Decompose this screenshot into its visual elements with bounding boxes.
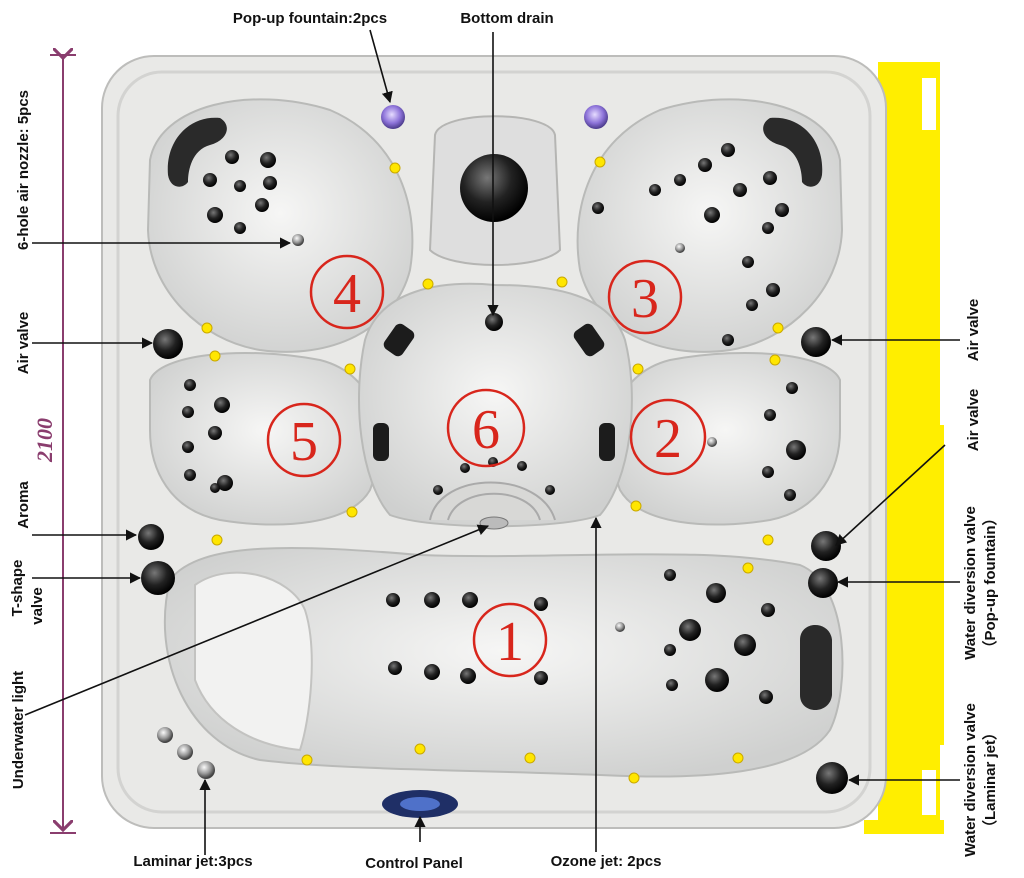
seat-number-5: 5: [290, 411, 318, 473]
label-aroma: Aroma: [15, 481, 32, 529]
seat-number-1: 1: [496, 611, 524, 673]
jets: [182, 143, 806, 704]
bottom-drain-cover: [460, 154, 528, 222]
label-water-div-popup-line2: （Pop-up fountain）: [981, 511, 999, 656]
led-lights: [201, 156, 784, 784]
dimension-line: [50, 55, 76, 834]
label-laminar-jet: Laminar jet:3pcs: [133, 853, 252, 870]
label-t-shape-line2: valve: [29, 587, 46, 625]
label-water-div-laminar-line2: （Laminar jet）: [981, 725, 999, 835]
popup-fountain-left: [381, 105, 405, 129]
label-air-valve-right-mid: Air valve: [965, 389, 982, 452]
control-panel-unit: [382, 790, 458, 818]
label-water-div-popup-line1: Water diversion valve: [962, 506, 979, 660]
seat-numbers: [266, 254, 707, 678]
label-water-div-laminar-line1: Water diversion valve: [962, 703, 979, 857]
dimension-label: 2100: [32, 418, 57, 463]
seat-number-3: 3: [631, 268, 659, 330]
label-t-shape-line1: T-shape: [9, 560, 26, 617]
leader-lines: [24, 29, 960, 855]
label-six-hole-air-nozzle: 6-hole air nozzle: 5pcs: [15, 90, 32, 250]
label-ozone-jet: Ozone jet: 2pcs: [551, 853, 662, 870]
label-control-panel: Control Panel: [365, 855, 463, 872]
valves: [138, 327, 848, 794]
yellow-frame: [864, 62, 944, 834]
label-underwater-light: Underwater light: [10, 671, 27, 789]
label-bottom-drain: Bottom drain: [460, 10, 553, 27]
popup-fountain-right: [584, 105, 608, 129]
label-air-valve-left: Air valve: [15, 312, 32, 375]
laminar-jets: [157, 727, 215, 779]
seat6-drain: [485, 313, 503, 331]
seat-number-4: 4: [333, 263, 361, 325]
seat-number-6: 6: [472, 399, 500, 461]
seat-number-2: 2: [654, 408, 682, 470]
label-popup-fountain: Pop-up fountain:2pcs: [233, 10, 387, 27]
label-air-valve-right-top: Air valve: [965, 299, 982, 362]
side-jets: [373, 323, 615, 461]
air-nozzles: [292, 234, 717, 632]
headrests: [167, 117, 832, 710]
